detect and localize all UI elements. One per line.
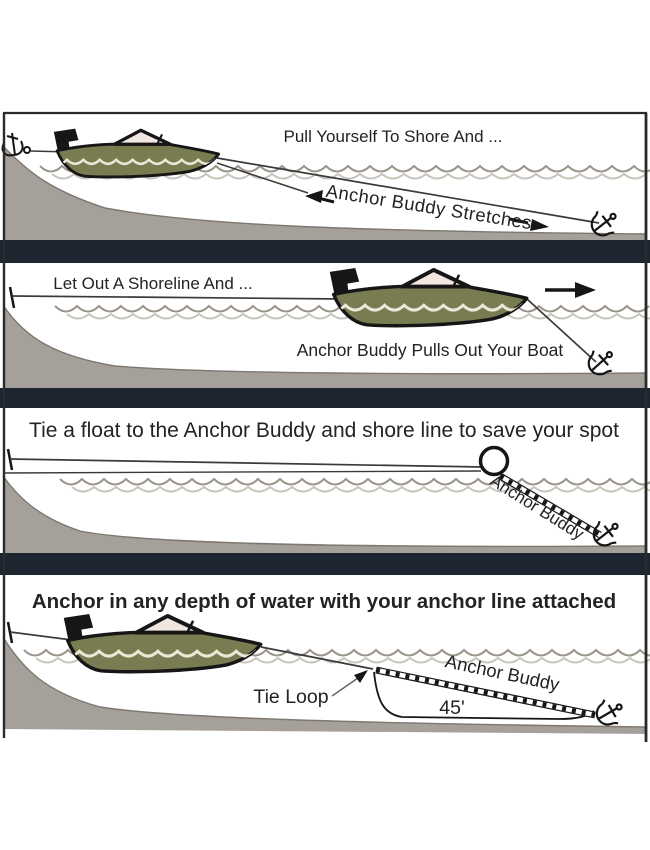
ground-edge <box>2 304 648 375</box>
tie-loop-pointer-arrow-icon <box>354 670 368 683</box>
panel-anchor-any-depth: Anchor in any depth of water with your a… <box>2 590 650 734</box>
panel4-title: Anchor in any depth of water with your a… <box>32 590 616 613</box>
arrow-right-icon <box>530 219 549 231</box>
arrow-right-icon <box>575 282 596 298</box>
separator-bar <box>0 388 650 408</box>
anchor-buddy-rope <box>375 666 596 719</box>
stretch-label: Anchor Buddy Stretches <box>325 180 534 233</box>
panel3-rope-label: Anchor Buddy <box>487 471 588 544</box>
tie-loop-label: Tie Loop <box>253 686 328 708</box>
panel1-caption: Pull Yourself To Shore And ... <box>284 127 503 146</box>
shore-ground <box>3 637 647 734</box>
float-buoy <box>478 445 510 477</box>
shore-ground <box>3 146 647 240</box>
panel-tie-a-float: Tie a float to the Anchor Buddy and shor… <box>2 419 650 553</box>
stretch-arrows <box>305 190 549 231</box>
separator-bar <box>0 240 650 263</box>
arrow-left-icon <box>305 190 323 203</box>
anchor-buddy-rope <box>498 472 602 539</box>
anchor-buddy-stretched-line-2 <box>216 162 309 194</box>
ground-edge <box>2 145 648 235</box>
ground-edge <box>2 636 648 728</box>
panel2-pull-label: Anchor Buddy Pulls Out Your Boat <box>297 340 564 360</box>
anchor-line <box>526 298 597 363</box>
boat-illustration <box>51 129 231 177</box>
boat-illustration <box>326 268 542 326</box>
anchor-line <box>260 646 374 670</box>
separator-bar <box>0 553 650 575</box>
shore-ground <box>3 476 647 553</box>
shoreline-rope <box>11 295 346 300</box>
tie-loop-pointer-line <box>331 677 359 697</box>
wave-line-light <box>71 485 650 493</box>
panel-pull-yourself-to-shore: Pull Yourself To Shore And ... Anchor Bu… <box>1 127 650 243</box>
shore-stake <box>8 286 16 309</box>
ground-edge <box>2 475 648 548</box>
anchor-buddy-stretched-line <box>216 157 600 224</box>
shore-ground <box>3 305 647 388</box>
anchor-icon <box>590 692 630 732</box>
panel-let-out-shoreline: Let Out A Shoreline And ... Anchor Buddy… <box>2 268 650 388</box>
panel2-caption: Let Out A Shoreline And ... <box>53 274 252 293</box>
length-label: 45' <box>439 697 464 719</box>
panel3-title: Tie a float to the Anchor Buddy and shor… <box>29 419 619 442</box>
water-surface-line <box>3 470 482 474</box>
shoreline-rope <box>9 631 73 641</box>
motion-arrow <box>545 282 596 298</box>
wave-line <box>59 477 650 486</box>
shoreline-rope <box>9 458 484 468</box>
wave-line-light <box>51 172 647 180</box>
